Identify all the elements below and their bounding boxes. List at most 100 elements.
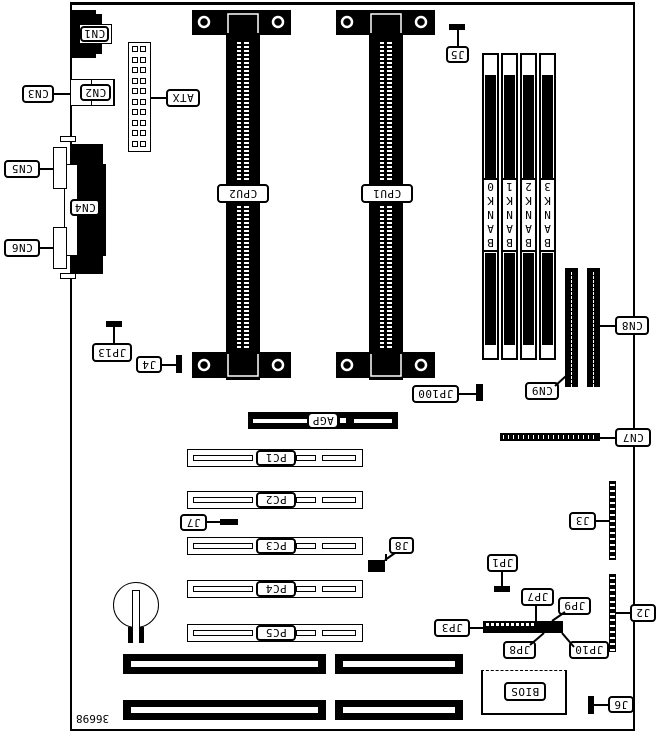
slot-bottom-left-1-opening (131, 661, 318, 667)
atx-pin (140, 109, 146, 115)
atx-pin (132, 130, 138, 136)
cn5-label: CN5 (4, 160, 40, 178)
j4-leader (162, 364, 176, 366)
cn8-connector (587, 268, 600, 387)
j4-jumper (176, 355, 182, 373)
atx-pin (140, 77, 146, 84)
cpu1-label: CPU1 (361, 184, 413, 203)
pci-slot-4-opening-right (322, 586, 356, 592)
atx-pin (140, 140, 146, 147)
pci-slot-2-label: PC2 (256, 492, 296, 508)
pci-slot-4-opening-mid (296, 586, 316, 592)
bank-label-char: N (506, 208, 513, 222)
pci-slot-5-opening-left (193, 630, 253, 636)
jp100-leader (459, 393, 476, 395)
jp3-header (483, 621, 533, 633)
bank-label-char: K (544, 194, 551, 208)
figure-id: 36698 (76, 712, 110, 725)
bank-label-char: A (525, 222, 532, 236)
bank-label-char: K (525, 194, 532, 208)
atx-pin (132, 119, 138, 126)
pci-slot-3-opening-right (322, 543, 356, 549)
bank-label-char: N (544, 208, 551, 222)
pci-slot-4-opening-left (193, 586, 253, 592)
pci-slot-2-opening-right (322, 497, 356, 503)
atx-pin (132, 56, 138, 63)
pci-slot-2-opening-left (193, 497, 253, 503)
j7-label: J7 (180, 514, 207, 531)
bank-1-contacts-lower (504, 253, 515, 345)
bank-label-char: N (525, 208, 532, 222)
bank-label-char: K (506, 194, 513, 208)
cn9-label: CN9 (525, 382, 559, 400)
cn4-tab-bottom (60, 273, 76, 279)
cn3-leader (54, 93, 71, 95)
j3-leader (596, 520, 609, 522)
pci-slot-2-opening-mid (296, 497, 316, 503)
cn8-leader (600, 325, 615, 327)
cn4-label: CN4 (70, 199, 100, 216)
atx-pin (132, 140, 138, 147)
cn8-label: CN8 (615, 316, 649, 335)
atx-pin (140, 130, 146, 136)
atx-pin (140, 67, 146, 73)
j8-jumper (368, 560, 385, 572)
atx-pin (140, 46, 146, 52)
j6-label: J6 (608, 696, 634, 713)
cpu2-slot-bottom-bracket (192, 352, 291, 378)
atx-pin (140, 119, 146, 126)
jp7-leader (535, 606, 537, 621)
bank-label-char: B (487, 236, 494, 250)
jp13-leader (113, 327, 115, 343)
pci-slot-1-opening-left (193, 455, 253, 461)
pci-slot-5-label: PC5 (256, 625, 296, 641)
atx-pin (140, 88, 146, 94)
agp-slot-opening-right (354, 419, 392, 423)
pci-slot-1-opening-right (322, 455, 356, 461)
jp1-leader (501, 572, 503, 586)
bank-label-char: 1 (506, 180, 513, 194)
slot-bottom-left-2-opening (131, 707, 318, 713)
j2-connector (609, 574, 616, 652)
jp1-jumper (494, 586, 510, 592)
bank-0-contacts-upper (485, 75, 496, 180)
jp100-label: JP100 (412, 385, 459, 403)
bank-label-char: 0 (487, 180, 494, 194)
atx-pin (140, 56, 146, 63)
atx-label: ATX (166, 89, 200, 107)
jp1-label: JP1 (487, 554, 518, 572)
jp7-label: JP7 (521, 588, 554, 606)
cn3-label: CN3 (22, 85, 54, 103)
atx-pin (132, 46, 138, 52)
cn1-label: CN1 (80, 26, 109, 42)
bank-label-char: 3 (544, 180, 551, 194)
atx-pin (132, 109, 138, 115)
jp10-label: JP10 (569, 641, 609, 659)
pci-slot-1-label: PC1 (256, 450, 296, 466)
bank-3-contacts-lower (542, 253, 553, 345)
jp13-jumper (106, 321, 122, 327)
j2-leader (616, 612, 630, 614)
bank-1-contacts-upper (504, 75, 515, 180)
jp13-label: JP13 (92, 343, 132, 362)
bank-2-contacts-upper (523, 75, 534, 180)
bank-label-char: B (506, 236, 513, 250)
jp3-leader (470, 627, 483, 629)
battery-clip-base (133, 627, 139, 643)
bank-label-char: A (506, 222, 513, 236)
bank-label-char: K (487, 194, 494, 208)
cn9-connector (565, 268, 578, 387)
board-outline (70, 2, 635, 731)
j7-leader (207, 521, 220, 523)
cn7-connector (500, 433, 600, 441)
j5-jumper (449, 24, 465, 30)
atx-pin (132, 67, 138, 73)
cn4-body (100, 164, 106, 256)
bank-label-char: B (525, 236, 532, 250)
j5-leader (457, 30, 459, 46)
bank-label-char: A (544, 222, 551, 236)
jp9-label: JP9 (558, 597, 591, 615)
